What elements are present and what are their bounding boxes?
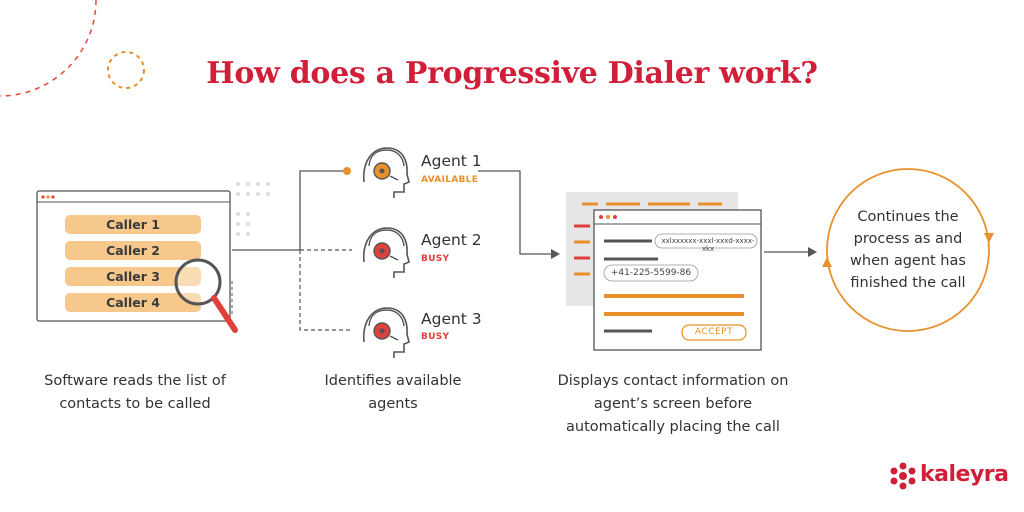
- page-title: How does a Progressive Dialer work?: [206, 56, 818, 91]
- agent-3-name: Agent 3: [421, 310, 482, 328]
- connector-to-agent3: [299, 250, 352, 331]
- arrowhead: [808, 247, 817, 257]
- agent-2-name: Agent 2: [421, 231, 482, 249]
- agent-1-name: Agent 1: [421, 152, 482, 170]
- caller-pill-bg: [65, 267, 201, 286]
- caller-pill-bg: [65, 293, 201, 312]
- screen-phone-number: +41-225-5599-86: [610, 268, 692, 278]
- dot-grid: [236, 182, 270, 236]
- small-dashed-circle: [107, 51, 145, 89]
- window-dot: [599, 215, 603, 219]
- agent-1-status: AVAILABLE: [421, 175, 479, 185]
- caller-pill-bg: [65, 241, 201, 260]
- window-dot: [46, 195, 50, 199]
- contact-list-window: [36, 190, 238, 333]
- caller-1-label: Caller 1: [106, 217, 160, 232]
- caller-pill-bg: [65, 215, 201, 234]
- step2-caption: Identifies available agents: [324, 373, 462, 412]
- connector-list-to-agent1: [232, 170, 343, 251]
- agent-icons: [362, 147, 410, 358]
- window-dot: [41, 195, 45, 199]
- field-pill: [654, 233, 758, 249]
- window-dot: [51, 195, 55, 199]
- agent-3-status: BUSY: [421, 332, 450, 342]
- loop-arrows-icon: [822, 168, 994, 332]
- connector-agent1-to-screen: [478, 170, 552, 255]
- step3-caption: Displays contact information on agent’s …: [557, 373, 789, 435]
- caller-3-label: Caller 3: [106, 269, 160, 284]
- accept-button-frame: [681, 324, 747, 341]
- caller-2-label: Caller 2: [106, 243, 160, 258]
- phone-pill: [603, 264, 699, 282]
- magnifier-icon: [174, 258, 238, 333]
- window-dot: [606, 215, 610, 219]
- agent-2-status: BUSY: [421, 254, 450, 264]
- accept-button[interactable]: ACCEPT: [694, 327, 734, 337]
- screen-field-value: xxlxxxxxx-xxxl-xxxd-xxxx-xkx: [661, 237, 755, 253]
- loop-text: Continues the process as and when agent …: [850, 209, 966, 291]
- agent1-connector-dot: [343, 167, 351, 175]
- arrowhead: [551, 249, 560, 259]
- step1-caption: Software reads the list of contacts to b…: [44, 373, 226, 412]
- agent-screen: [566, 192, 762, 351]
- headset-agent-icon: [362, 307, 410, 358]
- window-dot: [613, 215, 617, 219]
- caller-4-label: Caller 4: [106, 295, 160, 310]
- kaleyra-logo-icon: [890, 462, 916, 490]
- headset-agent-icon: [362, 227, 410, 278]
- headset-agent-icon: [362, 147, 410, 198]
- kaleyra-logo-text: kaleyra: [920, 462, 1009, 487]
